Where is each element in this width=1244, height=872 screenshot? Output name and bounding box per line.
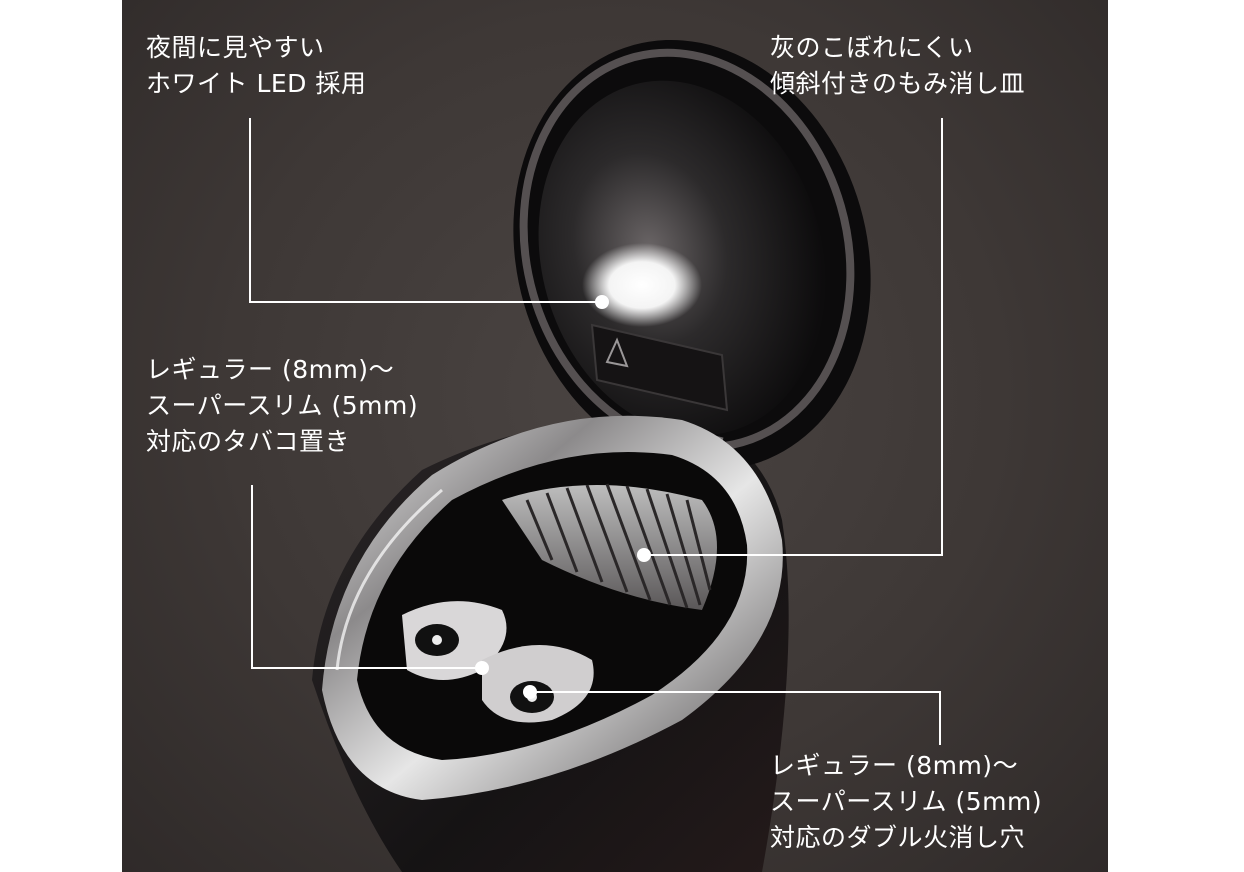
warning-triangle	[605, 337, 629, 368]
callout-tray-line-1: 灰のこぼれにくい	[770, 33, 974, 62]
callout-led-line-1: 夜間に見やすい	[146, 33, 325, 62]
callout-holder-line-3: 対応のタバコ置き	[146, 427, 351, 456]
callout-led: 夜間に見やすい ホワイト LED 採用	[146, 30, 366, 102]
callout-extinguisher-line-2: スーパースリム (5mm)	[770, 787, 1043, 816]
callout-extinguisher-line-1: レギュラー (8mm)～	[770, 751, 1019, 780]
callout-extinguisher: レギュラー (8mm)～ スーパースリム (5mm) 対応のダブル火消し穴	[770, 748, 1042, 856]
callout-extinguisher-line-3: 対応のダブル火消し穴	[770, 823, 1026, 852]
callout-holder-line-1: レギュラー (8mm)～	[146, 355, 395, 384]
callout-tray-line-2: 傾斜付きのもみ消し皿	[770, 69, 1026, 98]
callout-holder-line-2: スーパースリム (5mm)	[146, 391, 419, 420]
product-photo-panel: 夜間に見やすい ホワイト LED 採用 灰のこぼれにくい 傾斜付きのもみ消し皿 …	[122, 0, 1108, 872]
callout-led-line-2: ホワイト LED 採用	[146, 69, 367, 98]
led-light	[582, 243, 702, 327]
callout-tray: 灰のこぼれにくい 傾斜付きのもみ消し皿	[770, 30, 1025, 102]
callout-holder: レギュラー (8mm)～ スーパースリム (5mm) 対応のタバコ置き	[146, 352, 418, 460]
